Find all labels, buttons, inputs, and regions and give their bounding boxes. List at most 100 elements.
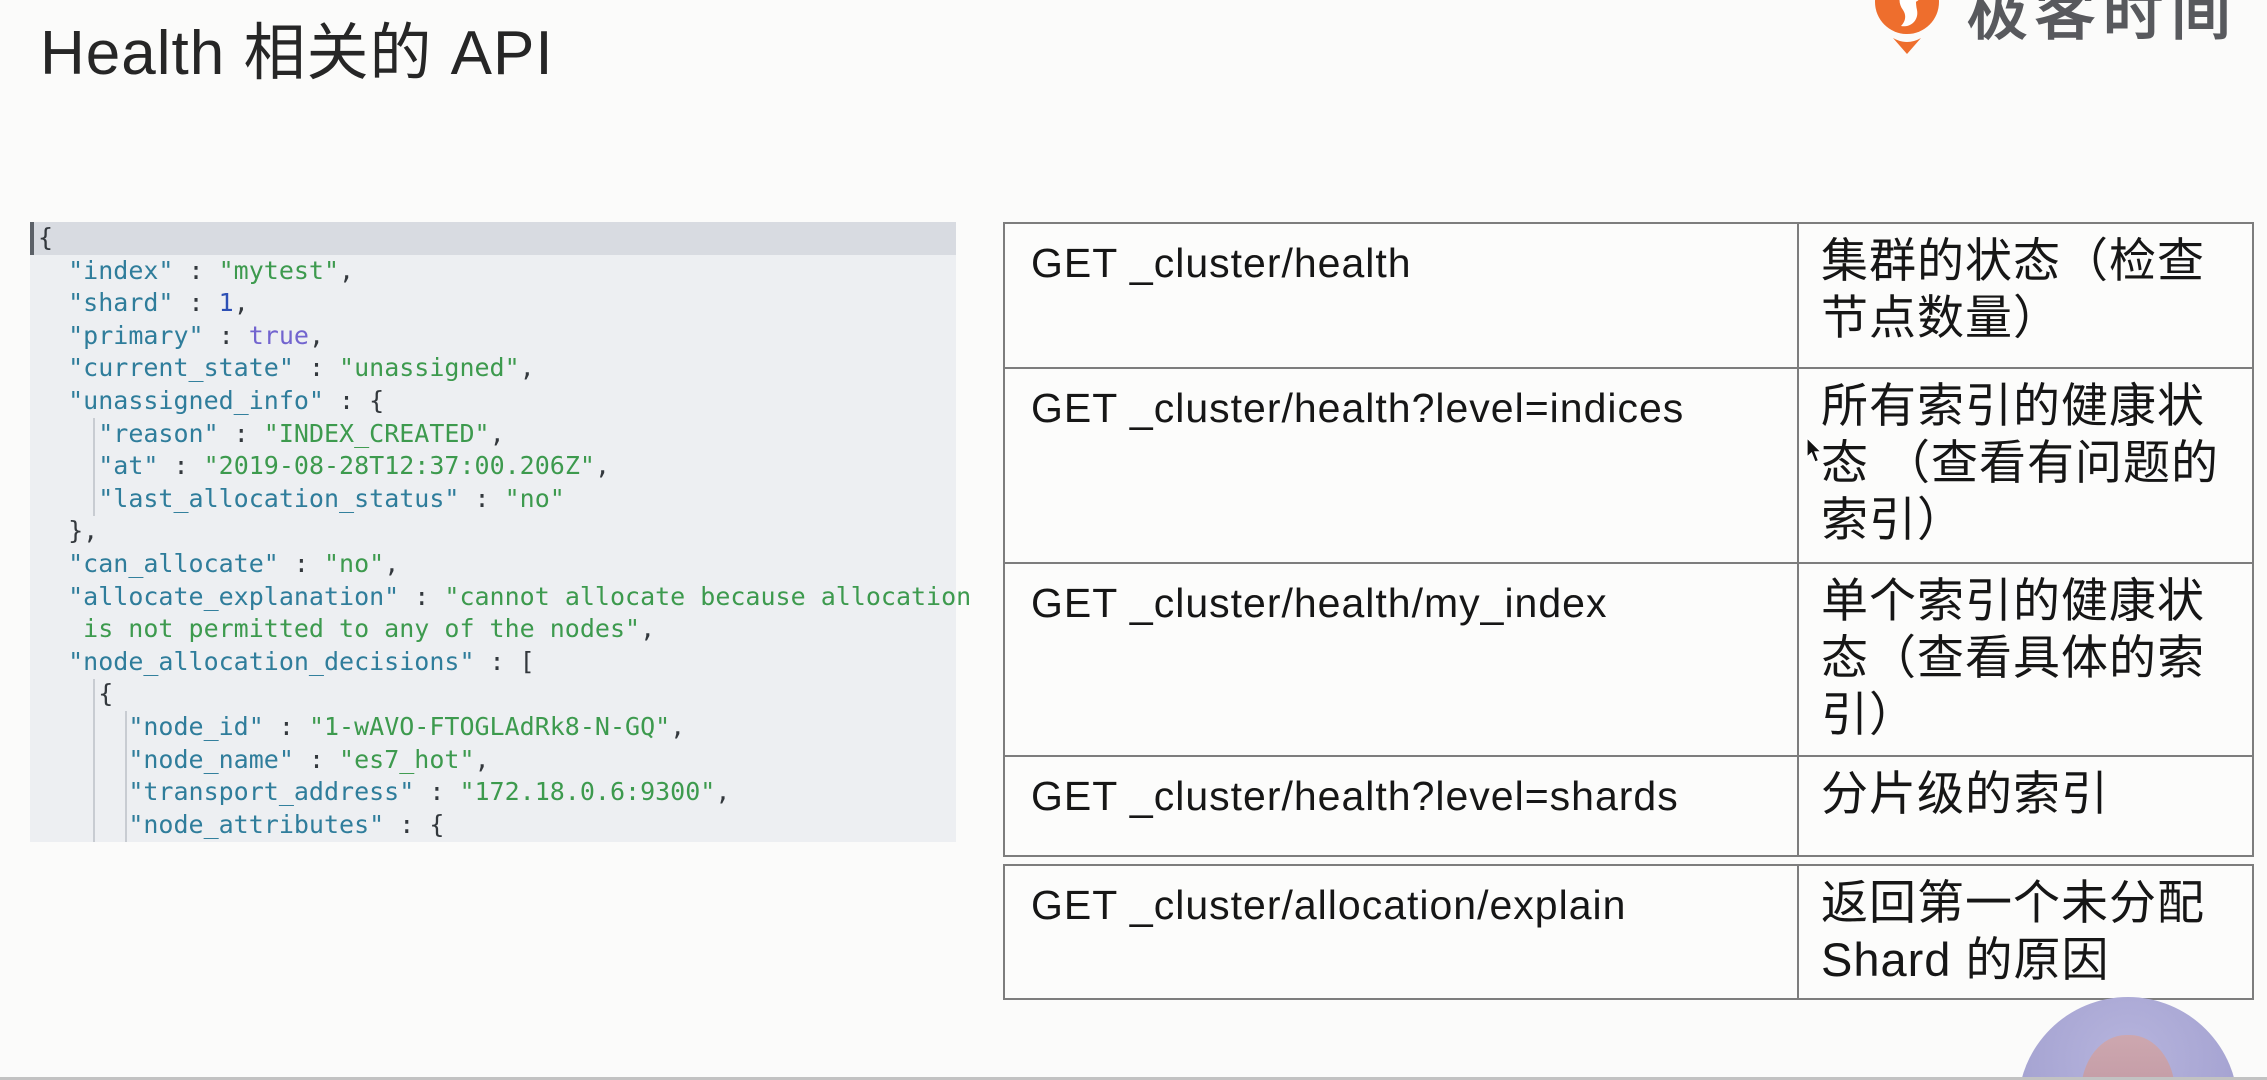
- code-token: "2019-08-28T12:37:00.206Z": [203, 451, 595, 481]
- code-token: [38, 451, 98, 480]
- code-token: : {: [323, 385, 385, 415]
- code-line: "current_state" : "unassigned",: [30, 352, 956, 385]
- code-token: "node_id": [128, 711, 264, 741]
- code-token: [38, 484, 98, 513]
- code-token: "unassigned_info": [68, 385, 324, 415]
- code-line: "at" : "2019-08-28T12:37:00.206Z",: [30, 450, 956, 483]
- code-token: ,: [308, 320, 325, 350]
- code-token: "shard": [68, 288, 174, 318]
- code-token: ,: [489, 418, 505, 448]
- code-token: true: [248, 320, 309, 350]
- code-line: "node_allocation_decisions" : [: [30, 646, 956, 679]
- geektime-logo-icon: [1875, 0, 1939, 54]
- code-line: "primary" : true,: [30, 320, 956, 353]
- code-token: ,: [474, 744, 490, 774]
- presenter-head: [2081, 1035, 2175, 1080]
- api-command-cell: GET _cluster/health/my_index: [1031, 580, 1608, 626]
- code-token: [38, 777, 128, 806]
- code-token: [38, 419, 98, 448]
- code-token: "cannot allocate because allocation: [444, 581, 972, 611]
- code-token: "can_allocate": [68, 548, 279, 578]
- code-token: ,: [715, 777, 731, 807]
- code-token: :: [293, 353, 340, 383]
- indent-guide: [93, 418, 95, 516]
- code-line: "index" : "mytest",: [30, 255, 956, 288]
- code-token: ,: [670, 711, 686, 741]
- code-token: [38, 256, 68, 285]
- api-description-cell: 所有索引的健康状 态 （查看有问题的 索引）: [1797, 369, 2252, 562]
- api-description-cell: 集群的状态（检查 节点数量）: [1797, 224, 2252, 367]
- code-token: :: [218, 418, 264, 448]
- indent-guide: [93, 679, 95, 842]
- table-row: GET _cluster/health/my_index 单个索引的健康状 态（查…: [1005, 562, 2252, 755]
- code-token: "last_allocation_status": [98, 483, 460, 513]
- api-command-cell: GET _cluster/allocation/explain: [1031, 882, 1627, 928]
- code-token: ,: [339, 255, 355, 285]
- api-command-cell: GET _cluster/health?level=shards: [1031, 773, 1679, 819]
- code-token: :: [173, 255, 219, 285]
- code-token: "node_allocation_decisions": [68, 646, 475, 676]
- code-token: "at": [98, 451, 159, 481]
- mouse-cursor-icon: [1806, 438, 1823, 463]
- code-token: {: [38, 679, 114, 709]
- code-token: [38, 549, 68, 578]
- code-token: :: [399, 581, 445, 611]
- code-line: "allocate_explanation" : "cannot allocat…: [30, 581, 971, 614]
- api-command-cell: GET _cluster/health: [1031, 240, 1412, 286]
- code-token: "index": [68, 255, 174, 285]
- code-token: :: [203, 320, 249, 350]
- table-row: GET _cluster/health?level=indices 所有索引的健康…: [1005, 367, 2252, 562]
- code-token: :: [278, 548, 324, 578]
- code-token: "node_name": [128, 744, 294, 774]
- code-lines: { "index" : "mytest", "shard" : 1, "prim…: [30, 222, 971, 842]
- code-token: ,: [384, 548, 400, 578]
- code-line: "shard" : 1,: [30, 287, 956, 320]
- code-token: [38, 582, 68, 611]
- api-description-cell: 单个索引的健康状 态（查看具体的索 引）: [1797, 564, 2252, 755]
- presenter-avatar: [2018, 997, 2238, 1080]
- code-token: "primary": [68, 320, 204, 350]
- geektime-logo: 极客时间: [1873, 0, 2239, 56]
- api-command-cell: GET _cluster/health?level=indices: [1031, 385, 1685, 431]
- code-line: "can_allocate" : "no",: [30, 548, 956, 581]
- code-token: :: [173, 288, 219, 318]
- code-token: "current_state": [68, 353, 294, 383]
- code-line: "reason" : "INDEX_CREATED",: [30, 418, 956, 451]
- code-token: "1-wAVO-FTOGLAdRk8-N-GQ": [308, 711, 671, 741]
- code-token: [38, 321, 68, 350]
- code-token: : [: [474, 646, 535, 676]
- code-token: },: [38, 516, 99, 546]
- code-line: {: [30, 678, 956, 711]
- code-token: "es7_hot": [339, 744, 475, 774]
- code-token: "no": [323, 548, 385, 578]
- code-line: },: [30, 515, 956, 548]
- code-token: :: [414, 777, 460, 807]
- api-description-cell: 分片级的索引: [1797, 757, 2252, 855]
- api-description-cell: 返回第一个未分配 Shard 的原因: [1797, 866, 2252, 998]
- code-token: {: [38, 223, 54, 252]
- code-line: "node_attributes" : {: [30, 809, 956, 842]
- table-row: GET _cluster/health 集群的状态（检查 节点数量）: [1005, 224, 2252, 367]
- code-token: ,: [594, 451, 610, 481]
- code-token: "mytest": [218, 255, 340, 285]
- code-token: is not permitted to any of the nodes": [83, 614, 641, 644]
- code-token: "reason": [98, 418, 219, 448]
- code-line: "node_id" : "1-wAVO-FTOGLAdRk8-N-GQ",: [30, 711, 956, 744]
- code-token: [38, 288, 68, 317]
- code-token: [38, 614, 83, 643]
- code-token: :: [459, 483, 505, 513]
- code-token: :: [263, 711, 309, 741]
- code-panel: { "index" : "mytest", "shard" : 1, "prim…: [30, 222, 971, 842]
- code-token: :: [293, 744, 340, 774]
- code-line: "unassigned_info" : {: [30, 385, 956, 418]
- code-token: "transport_address": [128, 777, 415, 807]
- code-token: ,: [233, 288, 249, 318]
- code-token: [38, 647, 68, 676]
- code-token: [38, 712, 128, 741]
- code-line: is not permitted to any of the nodes",: [30, 613, 956, 646]
- code-line: "node_name" : "es7_hot",: [30, 744, 956, 777]
- indent-guide: [125, 711, 127, 842]
- code-token: "no": [504, 483, 565, 513]
- code-token: "172.18.0.6:9300": [459, 777, 716, 807]
